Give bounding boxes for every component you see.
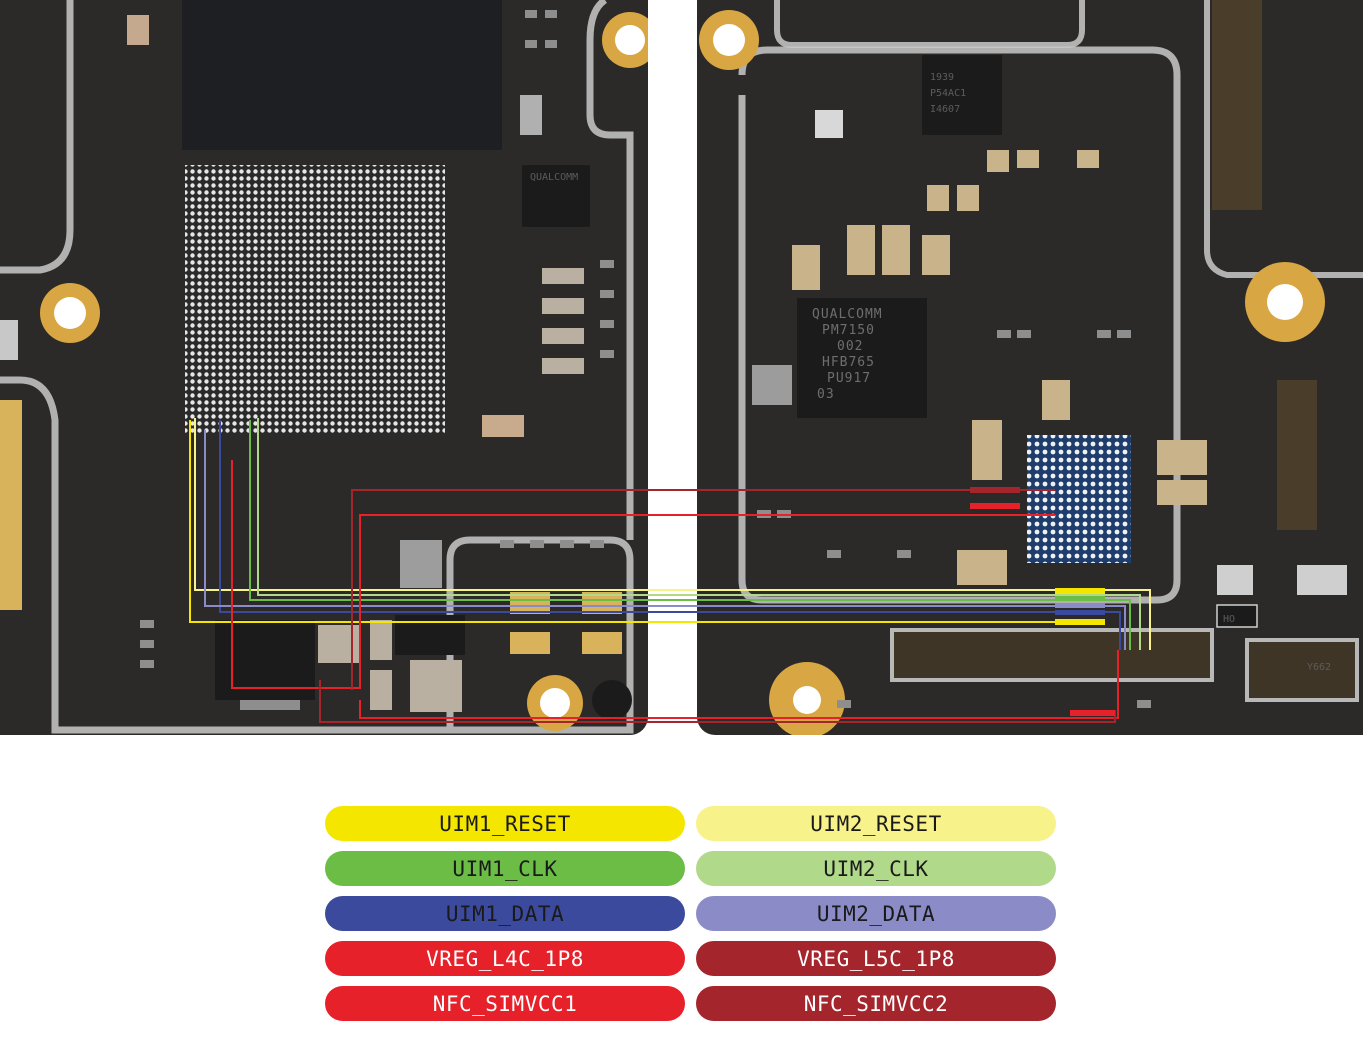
legend-label: UIM2_CLK (823, 856, 929, 881)
legend-uim1-data: UIM1_DATA (325, 896, 685, 931)
legend-vreg-l4c-1p8: VREG_L4C_1P8 (325, 941, 685, 976)
pmic-label-line-5: PU917 (827, 371, 871, 386)
pcb-right-board: 1939 P54AC1 I4607 QUALCOMM PM7150 002 HF… (697, 0, 1363, 735)
pcb-left-artwork: QUALCOMM (0, 0, 648, 734)
legend-vreg-l5c-1p8: VREG_L5C_1P8 (696, 941, 1056, 976)
legend-uim2-data: UIM2_DATA (696, 896, 1056, 931)
legend-uim1-reset: UIM1_RESET (325, 806, 685, 841)
pmic-label-line-2: PM7150 (822, 323, 875, 338)
pmic-label-line-4: HFB765 (822, 355, 875, 370)
legend-uim2-reset: UIM2_RESET (696, 806, 1056, 841)
legend-label: UIM1_CLK (452, 856, 558, 881)
legend-label: VREG_L5C_1P8 (797, 946, 955, 971)
left-chip-label: QUALCOMM (530, 172, 578, 183)
legend-label: UIM1_RESET (439, 811, 571, 836)
signal-legend: UIM1_RESET UIM2_RESET UIM1_CLK UIM2_CLK … (325, 806, 1057, 1026)
legend-label: VREG_L4C_1P8 (426, 946, 584, 971)
legend-uim1-clk: UIM1_CLK (325, 851, 685, 886)
bottom-label: HO (1223, 614, 1235, 625)
legend-label: UIM2_DATA (816, 901, 936, 926)
board-separator (648, 0, 697, 735)
top-chip-line-1: 1939 (930, 72, 954, 83)
pmic-label-line-3: 002 (837, 339, 863, 354)
top-chip-line-3: I4607 (930, 104, 960, 115)
pmic-label-line-1: QUALCOMM (812, 307, 883, 322)
legend-nfc-simvcc1: NFC_SIMVCC1 (325, 986, 685, 1021)
pcb-left-board: QUALCOMM (0, 0, 648, 735)
legend-label: NFC_SIMVCC2 (803, 991, 949, 1016)
legend-label: UIM2_RESET (810, 811, 942, 836)
connector-label: Y662 (1307, 662, 1331, 673)
legend-label: UIM1_DATA (445, 901, 565, 926)
top-chip-line-2: P54AC1 (930, 88, 966, 99)
legend-uim2-clk: UIM2_CLK (696, 851, 1056, 886)
pmic-label-line-6: 03 (817, 387, 835, 402)
legend-label: NFC_SIMVCC1 (432, 991, 578, 1016)
pcb-right-artwork: 1939 P54AC1 I4607 QUALCOMM PM7150 002 HF… (699, 0, 1363, 735)
legend-nfc-simvcc2: NFC_SIMVCC2 (696, 986, 1056, 1021)
